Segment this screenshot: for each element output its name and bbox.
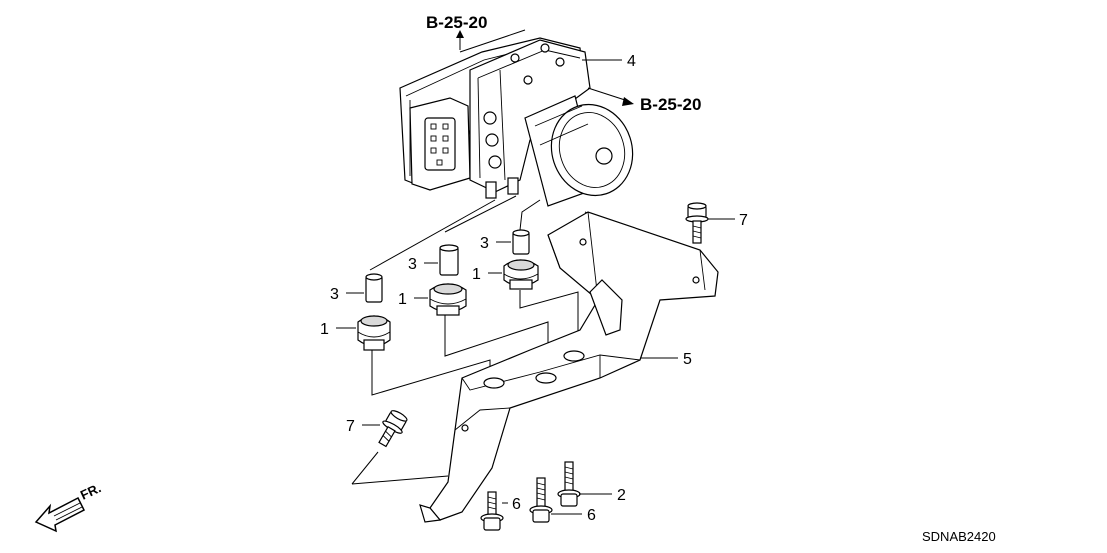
connector-pins: [430, 123, 449, 166]
callout-1-lower[interactable]: 1: [320, 321, 329, 338]
ref-top-arrow: [456, 29, 526, 53]
callout-7-lower[interactable]: 7: [346, 418, 355, 435]
callout-2[interactable]: 2: [617, 487, 626, 504]
bolt-6-right[interactable]: [529, 477, 553, 523]
callout-4[interactable]: 4: [627, 53, 636, 70]
flange-bolt-upper[interactable]: [685, 202, 709, 244]
collar-c[interactable]: [512, 229, 530, 255]
reference-label-right[interactable]: B-25-20: [640, 95, 701, 114]
front-direction-label: FR.: [78, 480, 103, 502]
diagram-code: SDNAB2420: [922, 529, 996, 544]
callout-7-upper[interactable]: 7: [739, 212, 748, 229]
callout-3-lower[interactable]: 3: [330, 286, 339, 303]
flange-bolt-lower[interactable]: [373, 408, 410, 450]
mount-rubber-c[interactable]: [503, 259, 539, 290]
front-direction-arrow-icon: [34, 496, 86, 533]
callout-3-upper[interactable]: 3: [480, 235, 489, 252]
bolt-6-left[interactable]: [480, 491, 504, 531]
collar-a[interactable]: [365, 273, 383, 303]
callout-6-right[interactable]: 6: [587, 507, 596, 524]
modulator-bracket[interactable]: [419, 211, 719, 523]
collar-b[interactable]: [439, 244, 459, 276]
callout-3-middle[interactable]: 3: [408, 256, 417, 273]
abs-modulator-unit[interactable]: [399, 37, 644, 207]
ref-right-arrow: [587, 87, 634, 106]
mount-rubber-b[interactable]: [429, 283, 467, 316]
callout-5[interactable]: 5: [683, 351, 692, 368]
mount-rubber-a[interactable]: [357, 315, 391, 351]
callout-1-middle[interactable]: 1: [398, 291, 407, 308]
callout-1-upper[interactable]: 1: [472, 266, 481, 283]
reference-label-top[interactable]: B-25-20: [426, 13, 487, 32]
callout-6-left[interactable]: 6: [512, 496, 521, 513]
pump-motor: [524, 95, 634, 207]
bolt-2[interactable]: [557, 461, 581, 507]
